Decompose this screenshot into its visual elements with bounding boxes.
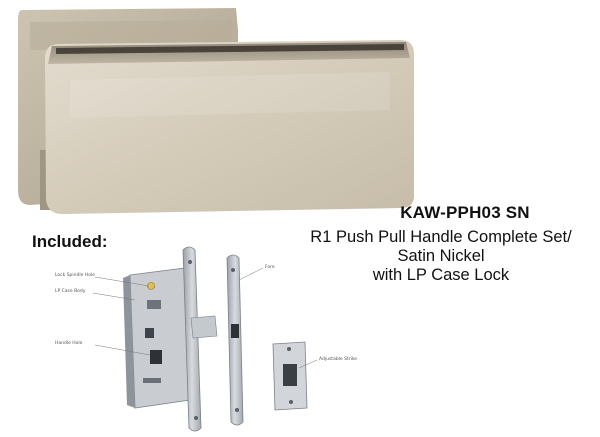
strike-plate	[226, 254, 244, 426]
callout-adjustable-strike: Adjustable Strike	[319, 356, 357, 362]
included-label: Included:	[32, 232, 108, 251]
description-line: Satin Nickel	[397, 247, 485, 265]
description-line: R1 Push Pull Handle Complete Set/	[310, 228, 572, 246]
product-description: R1 Push Pull Handle Complete Set/ Satin …	[285, 228, 597, 285]
lp-case-lock-image: Lock Spindle Hole LP Case Body Handle Ho…	[55, 246, 357, 432]
product-sku: KAW-PPH03 SN	[400, 203, 530, 222]
description-line: with LP Case Lock	[372, 266, 510, 284]
callout-lp-case-body: LP Case Body	[55, 288, 86, 294]
lock-forend	[182, 246, 218, 432]
callout-lock-spindle-hole: Lock Spindle Hole	[55, 272, 95, 278]
callout-handle-hole: Handle Hole	[55, 340, 83, 346]
adjustable-strike	[272, 341, 308, 411]
callout-fore: Fore	[265, 264, 275, 270]
push-pull-handle-image	[18, 8, 414, 214]
lock-case-body	[123, 267, 191, 409]
